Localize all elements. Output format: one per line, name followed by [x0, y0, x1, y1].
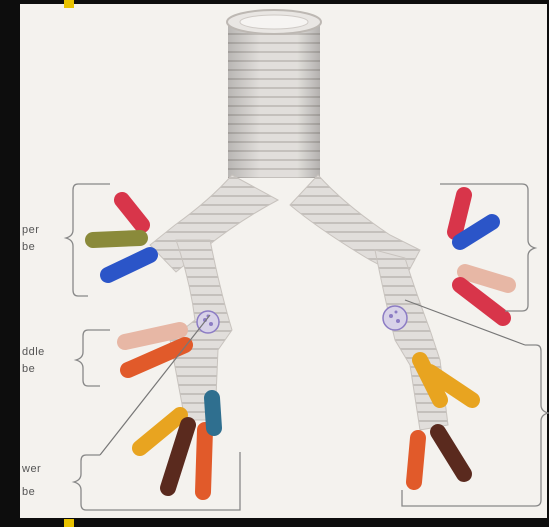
upper-lobe-label: per be — [22, 224, 39, 254]
middle-lobe-label-line2: be — [22, 363, 45, 376]
lower-lobe-label-line1: wer — [22, 463, 41, 476]
right-lower-lobe-branches — [414, 432, 464, 482]
lymph-node-right — [383, 306, 407, 330]
left-upper-lobe-branches — [93, 200, 150, 275]
trachea — [227, 10, 321, 178]
bracket-left-middle — [76, 330, 110, 386]
lower-lobe-label: wer be — [22, 463, 41, 499]
left-main-bronchus — [150, 175, 278, 420]
upper-lobe-label-line2: be — [22, 241, 39, 254]
right-upper-lobe-branches — [455, 195, 508, 318]
right-main-bronchus — [290, 175, 448, 430]
bracket-left-lower — [74, 452, 240, 510]
middle-lobe-label-line1: ddle — [22, 346, 45, 359]
middle-lobe-label: ddle be — [22, 346, 45, 376]
lower-lobe-label-line2: be — [22, 486, 41, 499]
lymph-node-left — [197, 311, 219, 333]
upper-lobe-label-line1: per — [22, 224, 39, 237]
